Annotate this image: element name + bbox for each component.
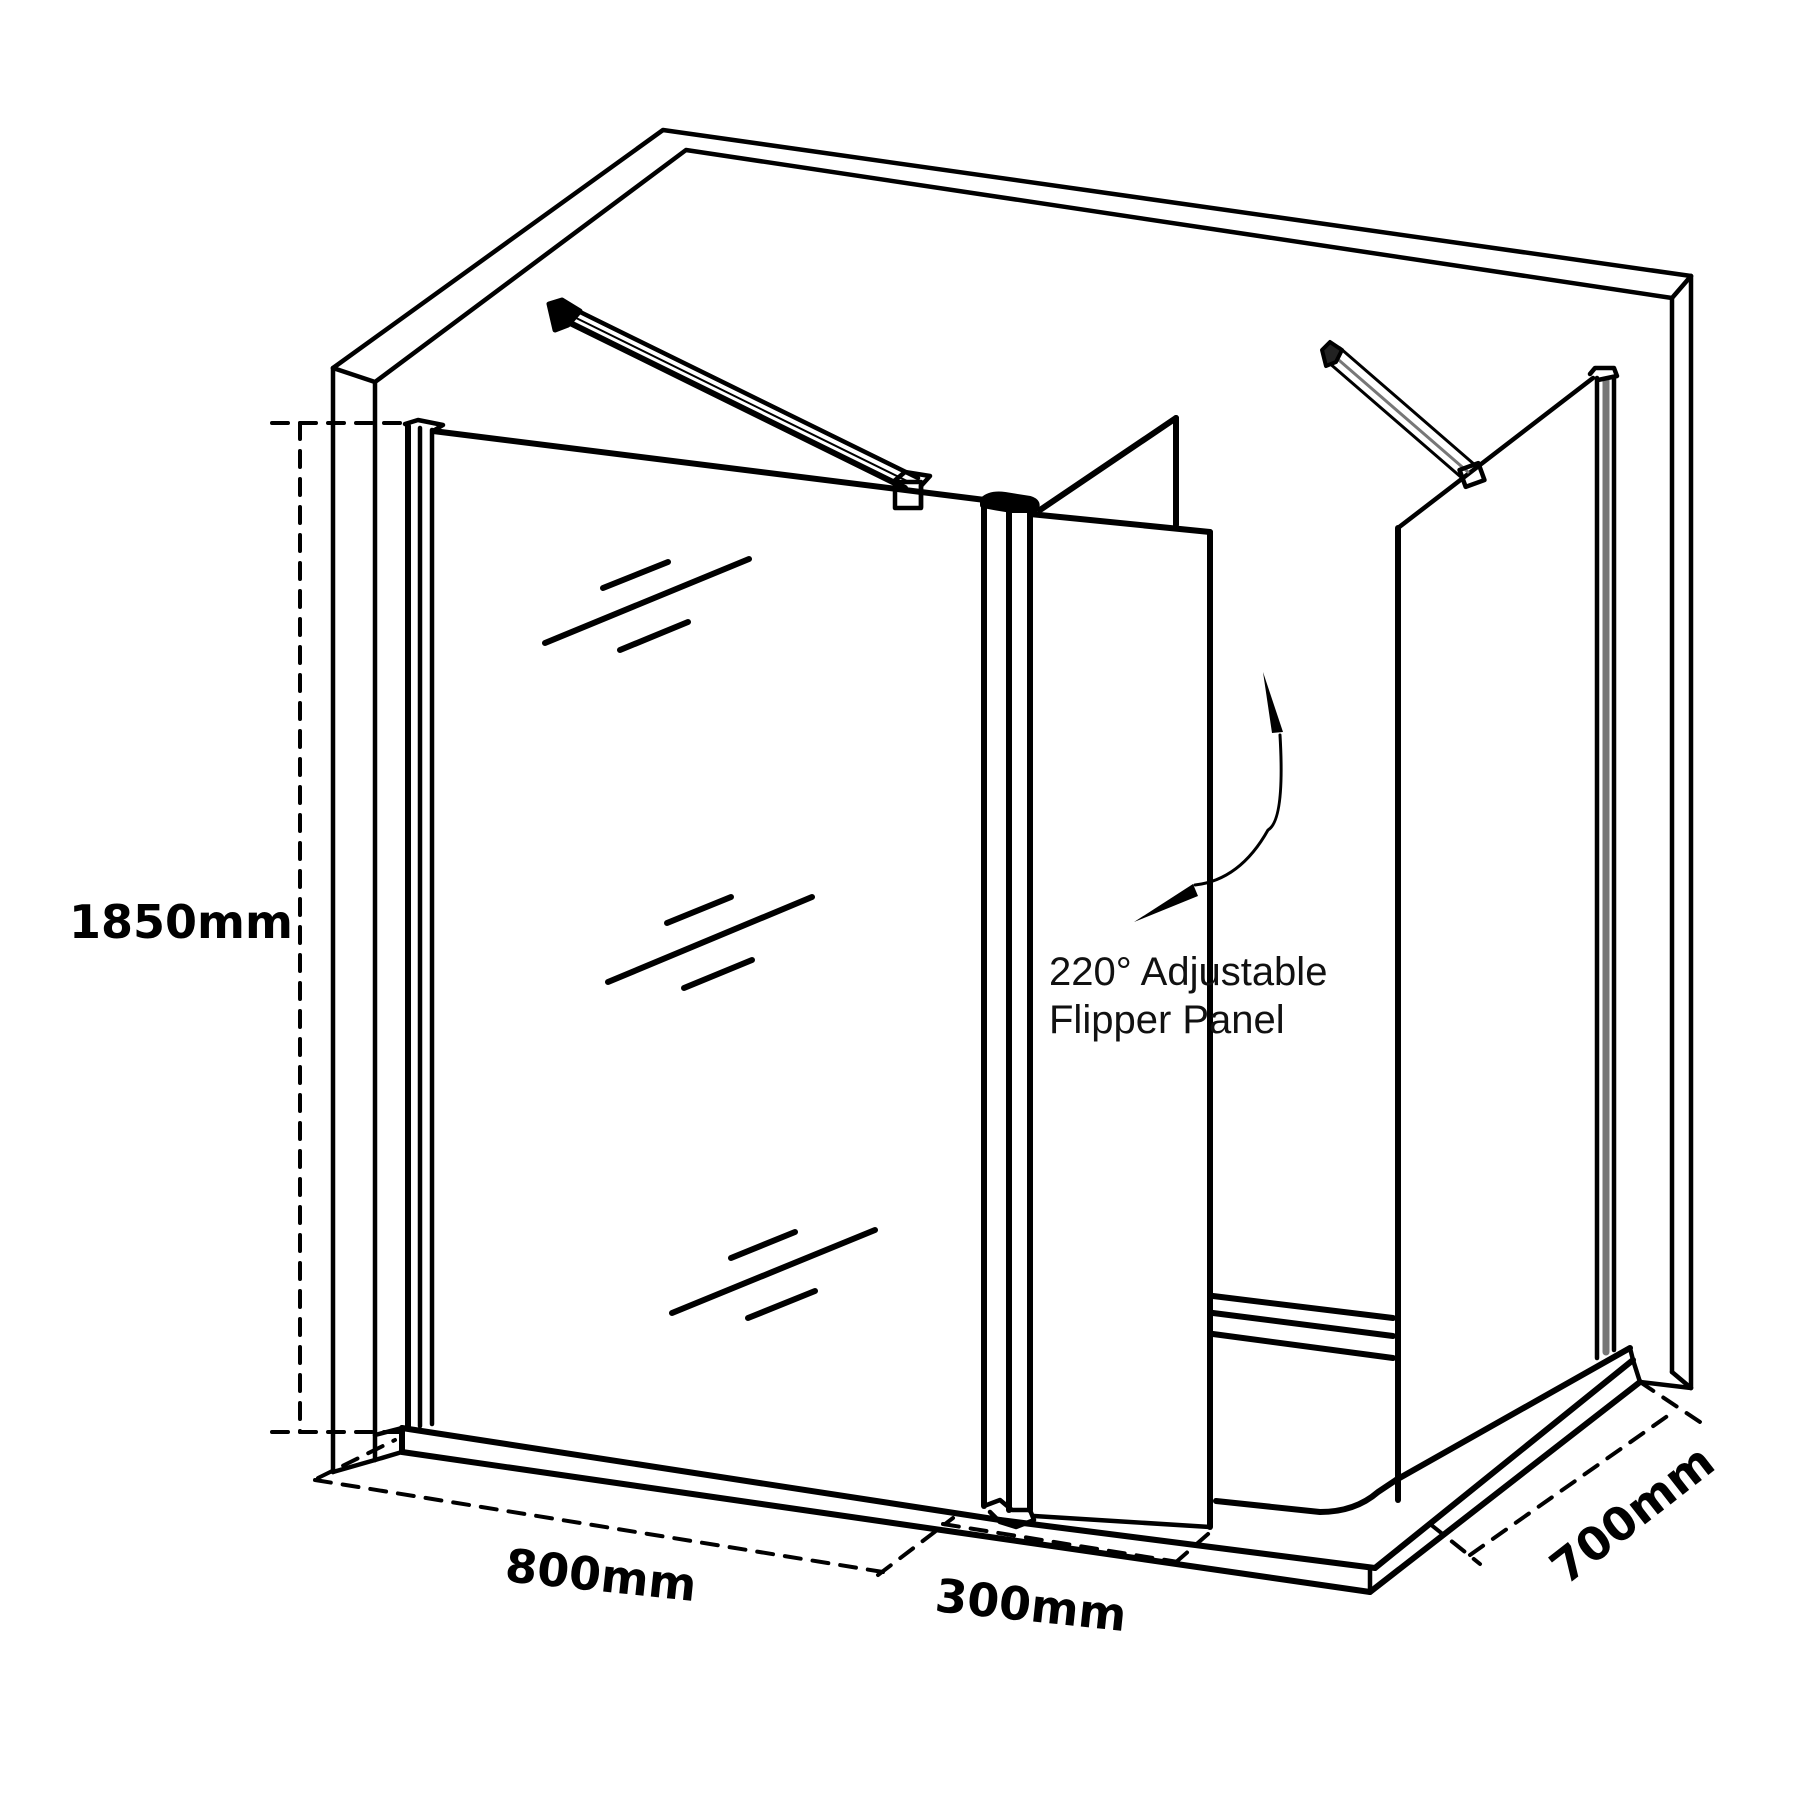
flipper-callout-line1: 220° Adjustable (1049, 950, 1327, 994)
wall-frame (330, 127, 1694, 1475)
main-glass-panel (402, 417, 988, 1431)
flipper-panel (1027, 415, 1213, 1530)
shower-tray (372, 1345, 1694, 1595)
rotation-arrow-icon (1134, 672, 1283, 922)
flipper-panel-width-label: 300mm (933, 1568, 1129, 1642)
side-glass-panel (1210, 365, 1620, 1503)
wall-support-arm-left (546, 297, 933, 511)
flipper-callout-line2: Flipper Panel (1049, 998, 1285, 1042)
side-panel-depth-label: 700mm (1540, 1434, 1724, 1595)
wall-support-arm-right (1320, 340, 1487, 490)
pivot-post (980, 491, 1040, 1530)
height-dimension-label: 1850mm (69, 895, 293, 949)
glass-reflection-marks (542, 556, 878, 1321)
dimension-lines (270, 421, 1702, 1577)
main-panel-width-label: 800mm (503, 1538, 699, 1612)
